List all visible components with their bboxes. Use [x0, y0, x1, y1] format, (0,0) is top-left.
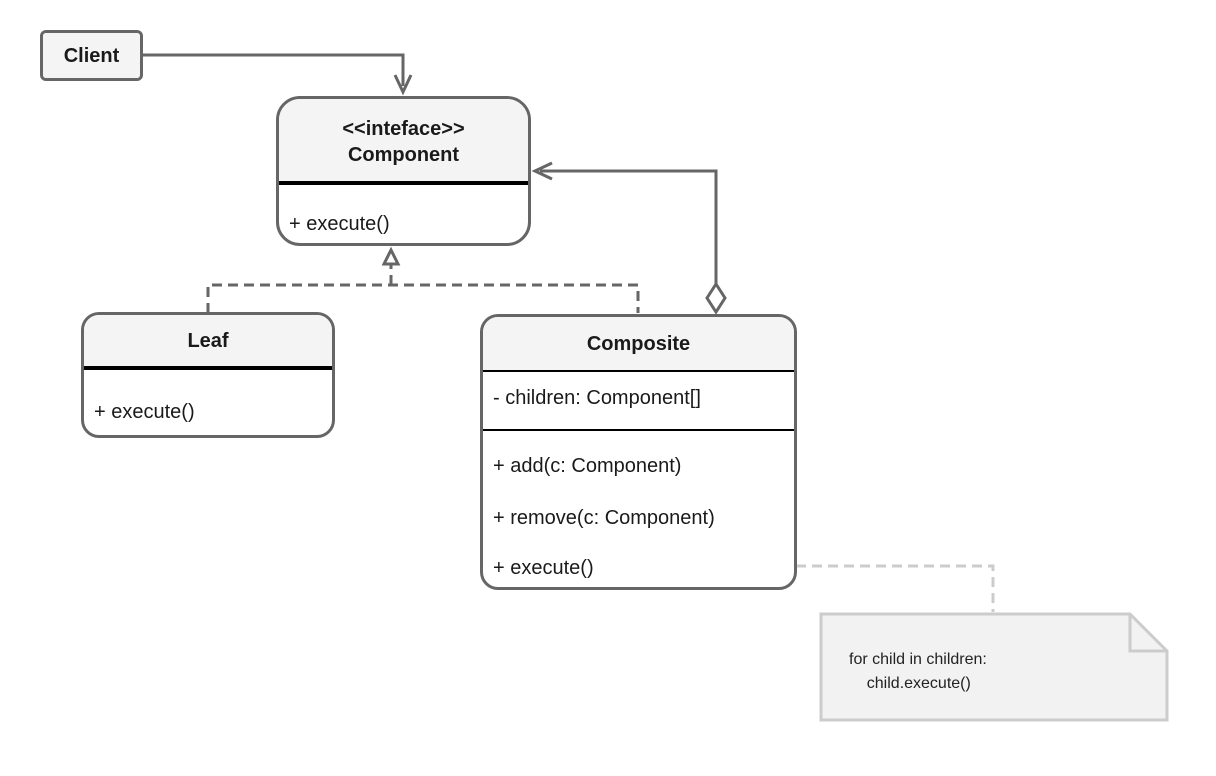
aggregation-connector	[540, 169, 718, 284]
client-to-component-connector	[142, 53, 405, 86]
leaf-divider	[84, 366, 332, 370]
component-name: Component	[347, 144, 460, 166]
leaf-header: Leaf	[84, 315, 332, 366]
composite-name: Composite	[586, 332, 691, 355]
component-stereotype: <<inteface>>	[342, 118, 465, 140]
note-text: for child in children: child.execute()	[849, 648, 987, 696]
realization-triangle-icon	[381, 246, 401, 266]
composite-fields-divider	[483, 429, 794, 431]
leaf-method: + execute()	[94, 401, 195, 423]
component-class-box[interactable]: <<inteface>> Component + execute()	[276, 96, 531, 246]
client-box[interactable]: Client	[40, 30, 143, 81]
composite-method-add: + add(c: Component)	[493, 455, 682, 477]
composite-header: Composite	[483, 317, 794, 370]
leaf-realization-connector	[206, 283, 640, 313]
composite-method-remove: + remove(c: Component)	[493, 507, 715, 529]
component-method: + execute()	[289, 213, 390, 235]
composite-header-divider	[483, 370, 794, 372]
component-header: <<inteface>> Component	[279, 99, 528, 181]
note-line: child.execute()	[849, 675, 971, 692]
client-arrowhead-icon	[393, 74, 413, 96]
note-fold-icon	[1128, 614, 1167, 653]
note-shape	[819, 612, 1169, 722]
leaf-name: Leaf	[187, 329, 229, 352]
note-line: for child in children:	[849, 651, 987, 668]
client-label: Client	[43, 33, 140, 78]
component-divider	[279, 181, 528, 185]
aggregation-arrowhead-icon	[531, 161, 553, 181]
note-connector	[796, 564, 995, 612]
composite-field: - children: Component[]	[493, 387, 701, 409]
leaf-class-box[interactable]: Leaf + execute()	[81, 312, 335, 438]
aggregation-diamond-icon	[705, 281, 727, 315]
composite-method-execute: + execute()	[493, 557, 594, 579]
composite-class-box[interactable]: Composite - children: Component[] + add(…	[480, 314, 797, 590]
